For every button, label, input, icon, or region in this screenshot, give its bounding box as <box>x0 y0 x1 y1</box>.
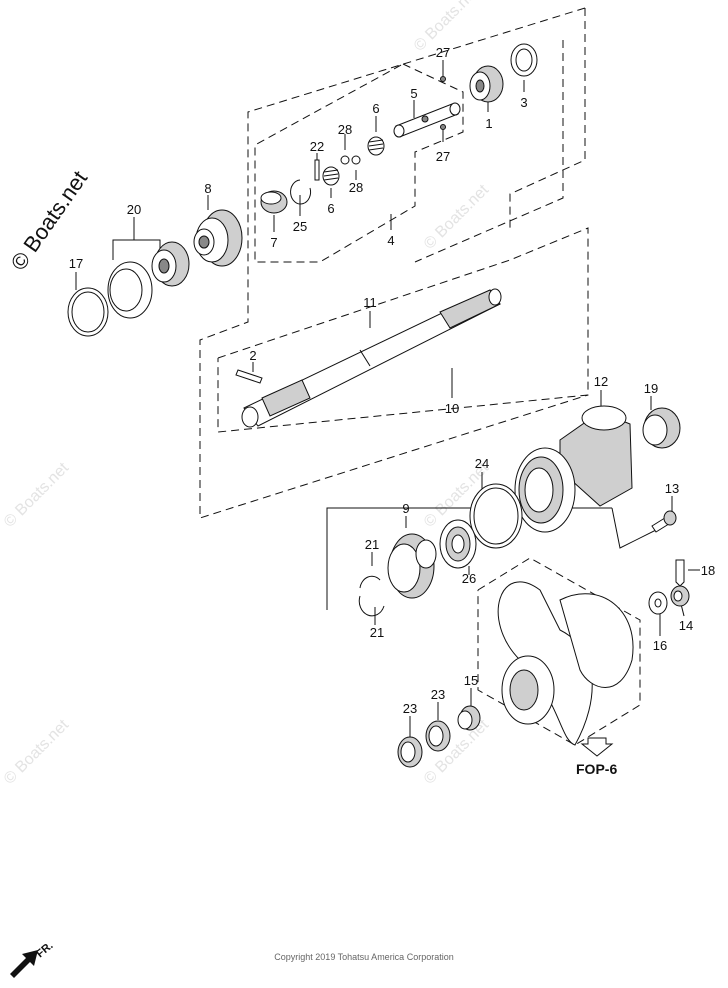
part-6-spring-lower <box>322 166 340 186</box>
callout-6-upper: 6 <box>372 101 379 116</box>
callout-23-right: 23 <box>431 687 445 702</box>
part-21-thrust-ring-lower <box>358 595 385 617</box>
part-28-ball-lower <box>351 155 361 165</box>
front-direction-arrow <box>10 950 38 978</box>
part-25-circlip <box>290 179 312 205</box>
direction-label: FR. <box>34 940 55 961</box>
callout-24: 24 <box>475 456 489 471</box>
part-9-reverse-gear <box>387 533 437 599</box>
part-16-washer <box>648 591 668 615</box>
part-12-bearing-housing <box>514 405 633 533</box>
watermark-faint: © Boats.net <box>421 181 493 253</box>
part-26-ball-bearing <box>439 519 477 569</box>
callout-11: 11 <box>363 295 377 310</box>
callout-3: 3 <box>520 95 527 110</box>
part-23-oil-seal-right <box>425 720 451 752</box>
part-21-thrust-ring-upper <box>359 575 381 589</box>
part-14-nut <box>670 585 690 607</box>
watermark-faint: © Boats.net <box>1 716 73 788</box>
callout-26: 26 <box>462 571 476 586</box>
copyright-notice: Copyright 2019 Tohatsu America Corporati… <box>274 952 453 962</box>
callout-16: 16 <box>653 638 667 653</box>
propeller-outline <box>477 557 641 746</box>
callout-20: 20 <box>127 202 141 217</box>
part-13-bolt <box>651 510 677 533</box>
part-20-bearing-outer-race <box>107 261 153 319</box>
callout-21-upper: 21 <box>365 537 379 552</box>
part-18-cotter-pin <box>675 559 685 587</box>
callout-17: 17 <box>69 256 83 271</box>
callout-7: 7 <box>270 235 277 250</box>
outer-group-outline <box>199 7 589 519</box>
fop-reference: FOP-6 <box>576 761 617 777</box>
part-3-seal-ring <box>510 43 538 77</box>
part-5-shift-plunger <box>393 102 461 138</box>
callout-19: 19 <box>644 381 658 396</box>
shaft-box-outline <box>217 227 589 433</box>
part-2-pin <box>235 369 263 384</box>
callout-21-lower: 21 <box>370 625 384 640</box>
callout-28-upper: 28 <box>338 122 352 137</box>
clutch-group-outline <box>254 63 464 263</box>
callout-5: 5 <box>410 86 417 101</box>
part-7-cap <box>260 190 288 214</box>
callout-2: 2 <box>249 348 256 363</box>
callout-14: 14 <box>679 618 693 633</box>
part-8-pinion-gear <box>193 209 243 267</box>
part-27-pin-bottom <box>440 124 446 130</box>
propeller <box>497 581 634 746</box>
part-6-spring-upper <box>367 136 385 156</box>
callout-22: 22 <box>310 139 324 154</box>
callout-23-left: 23 <box>403 701 417 716</box>
callout-12: 12 <box>594 374 608 389</box>
part-22-pin <box>314 159 320 181</box>
fop-arrow <box>580 737 614 757</box>
part-24-o-ring <box>469 483 523 549</box>
part-15-spacer <box>457 705 481 731</box>
part-19-needle-bearing <box>642 407 681 449</box>
upper-box-outline <box>414 40 564 263</box>
part-23-oil-seal-left <box>397 736 423 768</box>
callout-15: 15 <box>464 673 478 688</box>
watermark-faint: © Boats.net <box>1 459 73 531</box>
callout-10: 10 <box>445 401 459 416</box>
callout-28-lower: 28 <box>349 180 363 195</box>
part-1-clutch-dog <box>469 65 504 103</box>
callout-1: 1 <box>485 116 492 131</box>
part-27-pin-top <box>440 76 446 82</box>
callout-6-lower: 6 <box>327 201 334 216</box>
part-11-propeller-shaft <box>241 288 502 428</box>
part-28-ball-upper <box>340 155 350 165</box>
part-20-bearing-inner <box>151 241 190 287</box>
callout-27-top: 27 <box>436 45 450 60</box>
part-17-shim <box>67 287 109 337</box>
callout-labels: 27 27 1 3 5 6 6 28 28 22 25 7 4 8 20 17 … <box>69 45 715 716</box>
callout-18: 18 <box>701 563 715 578</box>
callout-9: 9 <box>402 501 409 516</box>
callout-13: 13 <box>665 481 679 496</box>
callout-27-bottom: 27 <box>436 149 450 164</box>
shaft-group-outline-top <box>509 8 586 228</box>
callout-8: 8 <box>204 181 211 196</box>
callout-4: 4 <box>387 233 394 248</box>
callout-25: 25 <box>293 219 307 234</box>
